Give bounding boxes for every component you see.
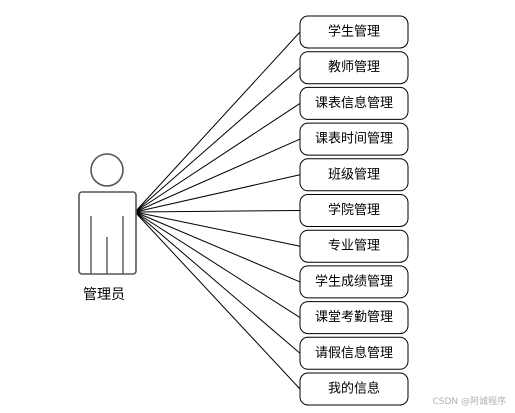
connector-line bbox=[134, 211, 301, 319]
use-case-label: 课表时间管理 bbox=[315, 132, 393, 147]
connector-line bbox=[134, 102, 301, 213]
use-case-label: 班级管理 bbox=[328, 167, 380, 182]
use-case-label: 请假信息管理 bbox=[315, 345, 393, 361]
connector-line bbox=[134, 211, 301, 247]
use-case-label: 学生成绩管理 bbox=[315, 273, 393, 289]
use-case-box bbox=[299, 122, 409, 156]
use-case-label: 课表信息管理 bbox=[315, 95, 393, 111]
use-case-label: 专业管理 bbox=[328, 239, 380, 254]
actor-figure bbox=[78, 153, 137, 275]
connector-line bbox=[134, 31, 301, 213]
connector-line bbox=[134, 211, 301, 390]
use-case-node: 课表时间管理 bbox=[299, 122, 409, 156]
use-case-node: 我的信息 bbox=[299, 372, 409, 406]
actor-label: 管理员 bbox=[83, 287, 125, 303]
use-case-box bbox=[299, 372, 409, 406]
use-case-label: 教师管理 bbox=[328, 59, 380, 75]
use-case-box bbox=[299, 336, 409, 370]
use-case-node: 课堂考勤管理 bbox=[299, 301, 409, 335]
use-case-box bbox=[299, 194, 409, 227]
connector-lines bbox=[134, 31, 301, 390]
use-case-node: 专业管理 bbox=[299, 229, 409, 263]
use-case-node: 班级管理 bbox=[299, 158, 409, 192]
use-case-node: 请假信息管理 bbox=[299, 336, 409, 370]
use-case-box bbox=[299, 51, 409, 85]
use-case-node: 学院管理 bbox=[299, 194, 409, 227]
use-case-node: 教师管理 bbox=[299, 51, 409, 85]
connector-line bbox=[134, 174, 301, 213]
actor-head bbox=[90, 153, 124, 187]
connector-line bbox=[134, 67, 301, 213]
use-case-node: 学生管理 bbox=[299, 15, 409, 49]
use-case-label: 学院管理 bbox=[328, 202, 380, 218]
use-case-node: 学生成绩管理 bbox=[299, 265, 409, 299]
use-case-list: 学生管理教师管理课表信息管理课表时间管理班级管理学院管理专业管理学生成绩管理课堂… bbox=[299, 15, 409, 406]
connector-line bbox=[134, 211, 301, 283]
use-case-box bbox=[299, 15, 409, 49]
use-case-box bbox=[299, 265, 409, 299]
use-case-label: 我的信息 bbox=[328, 381, 380, 397]
use-case-box bbox=[299, 86, 409, 120]
watermark: CSDN @阿诚程序 bbox=[432, 395, 506, 407]
connector-line bbox=[134, 211, 301, 354]
use-case-label: 课堂考勤管理 bbox=[315, 310, 393, 325]
use-case-node: 课表信息管理 bbox=[299, 86, 409, 120]
use-case-box bbox=[299, 301, 409, 335]
use-case-box bbox=[299, 158, 409, 192]
use-case-label: 学生管理 bbox=[328, 24, 380, 40]
connector-line bbox=[134, 210, 301, 213]
connector-line bbox=[134, 138, 301, 213]
use-case-box bbox=[299, 229, 409, 263]
